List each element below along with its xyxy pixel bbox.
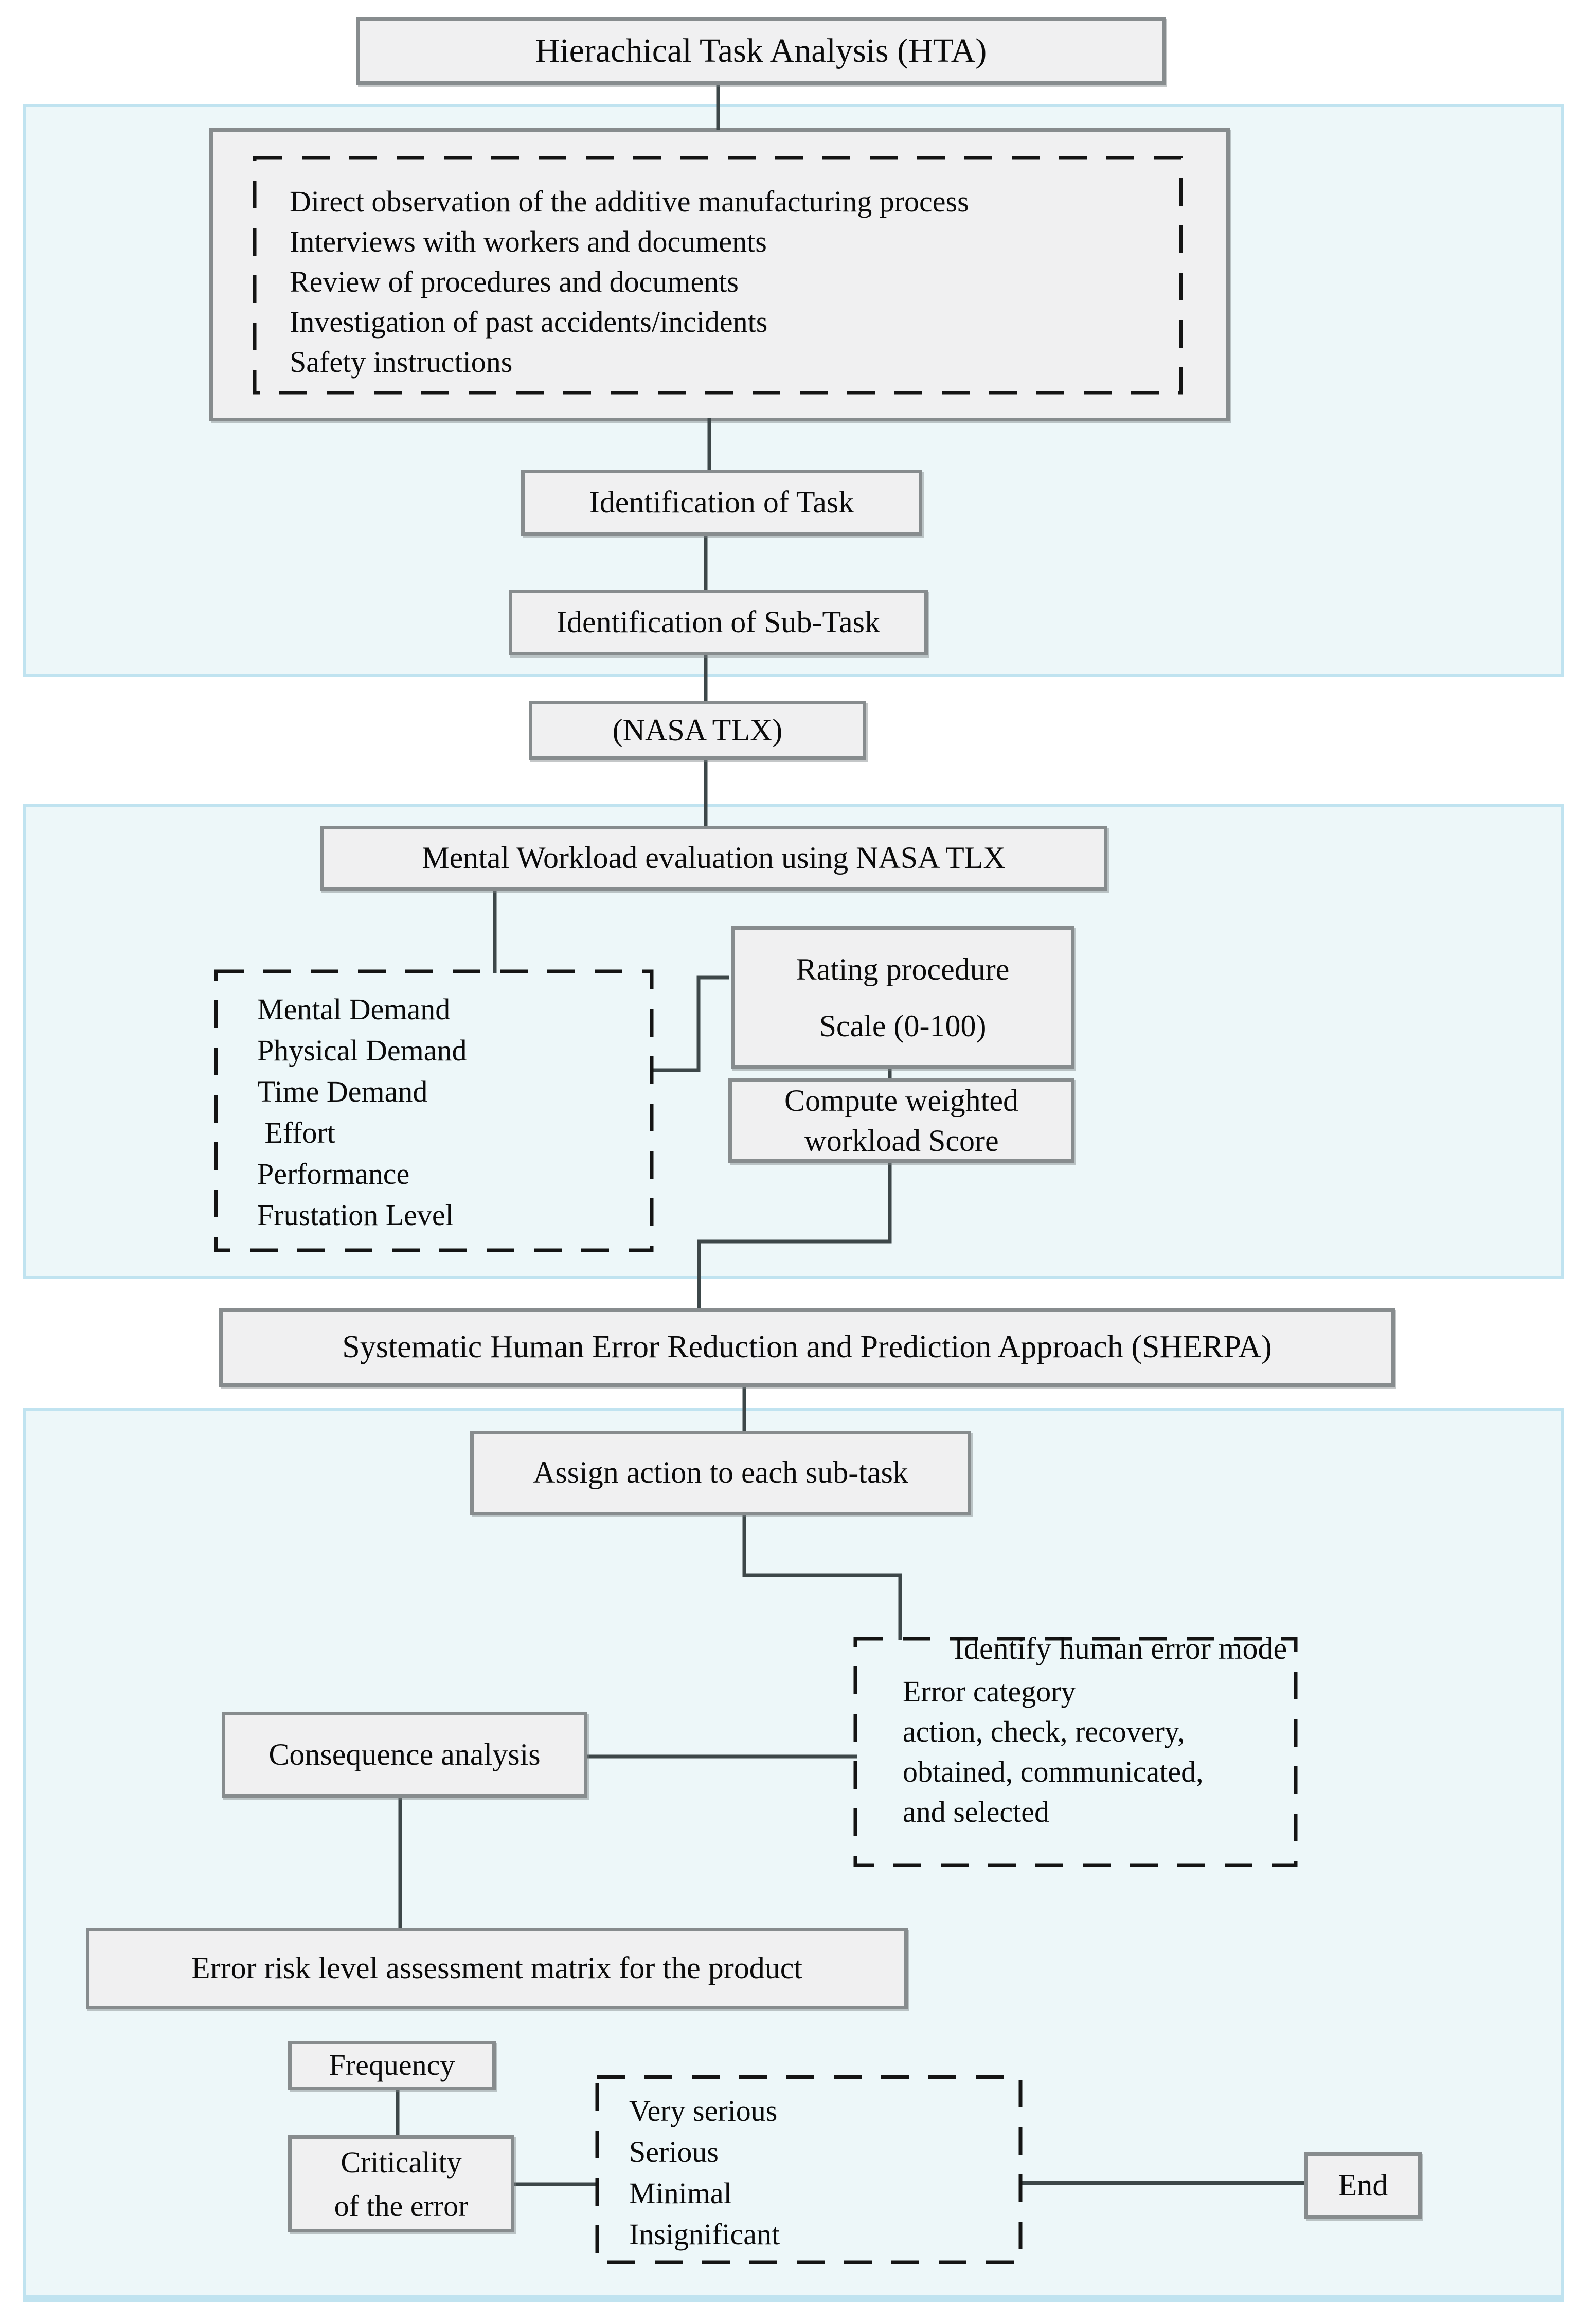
demand-item: Performance xyxy=(257,1157,410,1191)
observation-item: Review of procedures and documents xyxy=(290,265,739,298)
error-category-item: Error category xyxy=(903,1675,1076,1708)
node-end: End xyxy=(1304,2152,1422,2219)
identify-error-mode-label: Identify human error mode xyxy=(923,1594,1287,1702)
node-id-task-label: Identification of Task xyxy=(589,485,854,520)
node-compute-weighted: Compute weighted workload Score xyxy=(728,1078,1074,1163)
severity-item: Very serious xyxy=(629,2094,778,2127)
observation-item: Direct observation of the additive manuf… xyxy=(290,185,969,218)
node-sherpa: Systematic Human Error Reduction and Pre… xyxy=(219,1308,1395,1387)
demand-item: Physical Demand xyxy=(257,1034,467,1067)
observation-item: Safety instructions xyxy=(290,345,513,379)
node-compute-line1: Compute weighted xyxy=(784,1084,1018,1117)
node-mental-workload-label: Mental Workload evaluation using NASA TL… xyxy=(422,841,1006,875)
demand-item: Time Demand xyxy=(257,1075,428,1108)
demands-list: Mental Demand Physical Demand Time Deman… xyxy=(257,989,467,1236)
identify-error-mode-text: Identify human error mode xyxy=(954,1631,1287,1665)
severity-list: Very serious Serious Minimal Insignifica… xyxy=(629,2090,780,2255)
node-nasa-tlx-label: (NASA TLX) xyxy=(612,713,783,747)
node-assign-action-label: Assign action to each sub-task xyxy=(533,1456,908,1490)
node-consequence-label: Consequence analysis xyxy=(268,1737,541,1771)
node-frequency: Frequency xyxy=(288,2041,496,2090)
demand-item: Effort xyxy=(257,1116,335,1149)
node-assign-action: Assign action to each sub-task xyxy=(470,1431,971,1515)
error-category-list: Error category action, check, recovery, … xyxy=(903,1672,1204,1832)
observation-item: Investigation of past accidents/incident… xyxy=(290,305,768,339)
node-rating-line2: Scale (0-100) xyxy=(819,1008,987,1043)
node-rating-line1: Rating procedure xyxy=(796,952,1010,986)
node-criticality: Criticality of the error xyxy=(288,2135,514,2232)
demand-item: Mental Demand xyxy=(257,992,451,1026)
node-sherpa-label: Systematic Human Error Reduction and Pre… xyxy=(342,1329,1272,1365)
observation-item: Interviews with workers and documents xyxy=(290,225,767,258)
error-category-item: and selected xyxy=(903,1795,1050,1829)
node-hta: Hierachical Task Analysis (HTA) xyxy=(356,17,1166,85)
node-end-label: End xyxy=(1338,2168,1388,2203)
node-mental-workload: Mental Workload evaluation using NASA TL… xyxy=(320,826,1107,891)
node-risk-matrix: Error risk level assessment matrix for t… xyxy=(86,1928,908,2009)
node-id-task: Identification of Task xyxy=(521,470,922,536)
error-category-item: obtained, communicated, xyxy=(903,1755,1204,1788)
severity-item: Insignificant xyxy=(629,2217,780,2251)
severity-item: Serious xyxy=(629,2135,719,2169)
node-frequency-label: Frequency xyxy=(329,2048,455,2082)
node-id-subtask-label: Identification of Sub-Task xyxy=(557,605,880,640)
node-nasa-tlx: (NASA TLX) xyxy=(529,701,866,760)
node-consequence-analysis: Consequence analysis xyxy=(222,1712,587,1798)
node-compute-line2: workload Score xyxy=(804,1124,999,1158)
node-criticality-line1: Criticality xyxy=(341,2145,462,2179)
severity-item: Minimal xyxy=(629,2176,732,2210)
observation-list: Direct observation of the additive manuf… xyxy=(290,182,969,382)
node-rating-procedure: Rating procedure Scale (0-100) xyxy=(731,926,1074,1069)
node-hta-label: Hierachical Task Analysis (HTA) xyxy=(535,32,987,70)
error-category-item: action, check, recovery, xyxy=(903,1715,1185,1748)
node-risk-matrix-label: Error risk level assessment matrix for t… xyxy=(191,1951,802,1985)
node-id-subtask: Identification of Sub-Task xyxy=(509,590,928,655)
demand-item: Frustation Level xyxy=(257,1198,454,1232)
node-criticality-line2: of the error xyxy=(334,2189,469,2223)
